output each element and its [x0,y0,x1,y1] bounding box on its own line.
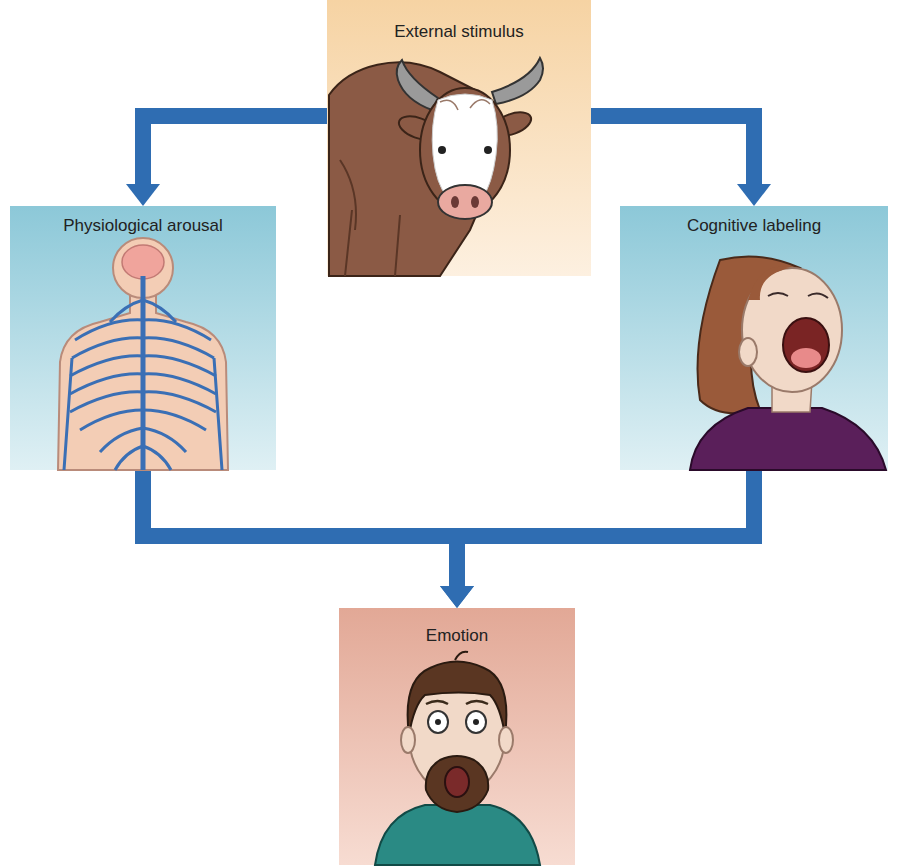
woman-illustration [690,256,886,470]
node-label: External stimulus [327,22,591,42]
flow-arrow [126,116,327,206]
nervous-system-illustration [58,238,228,470]
arrow-head [737,184,771,206]
flow-arrow [440,470,754,608]
node-label: Cognitive labeling [620,216,888,236]
connector-line [591,116,754,186]
arrow-head [126,184,160,206]
stimulus-box: External stimulus [327,0,591,276]
node-label: Physiological arousal [10,216,276,236]
flow-arrow [143,470,474,608]
connector-line [143,116,327,186]
flow-arrow [591,116,771,206]
connector-line [457,470,754,588]
man-illustration [375,652,540,865]
arousal-box: Physiological arousal [10,206,276,470]
arrow-head [440,586,474,608]
labeling-box: Cognitive labeling [620,206,888,470]
emotion-box: Emotion [339,608,575,865]
arrow-head [440,586,474,608]
connector-line [143,470,457,588]
bull-illustration [329,58,543,276]
node-label: Emotion [339,626,575,646]
